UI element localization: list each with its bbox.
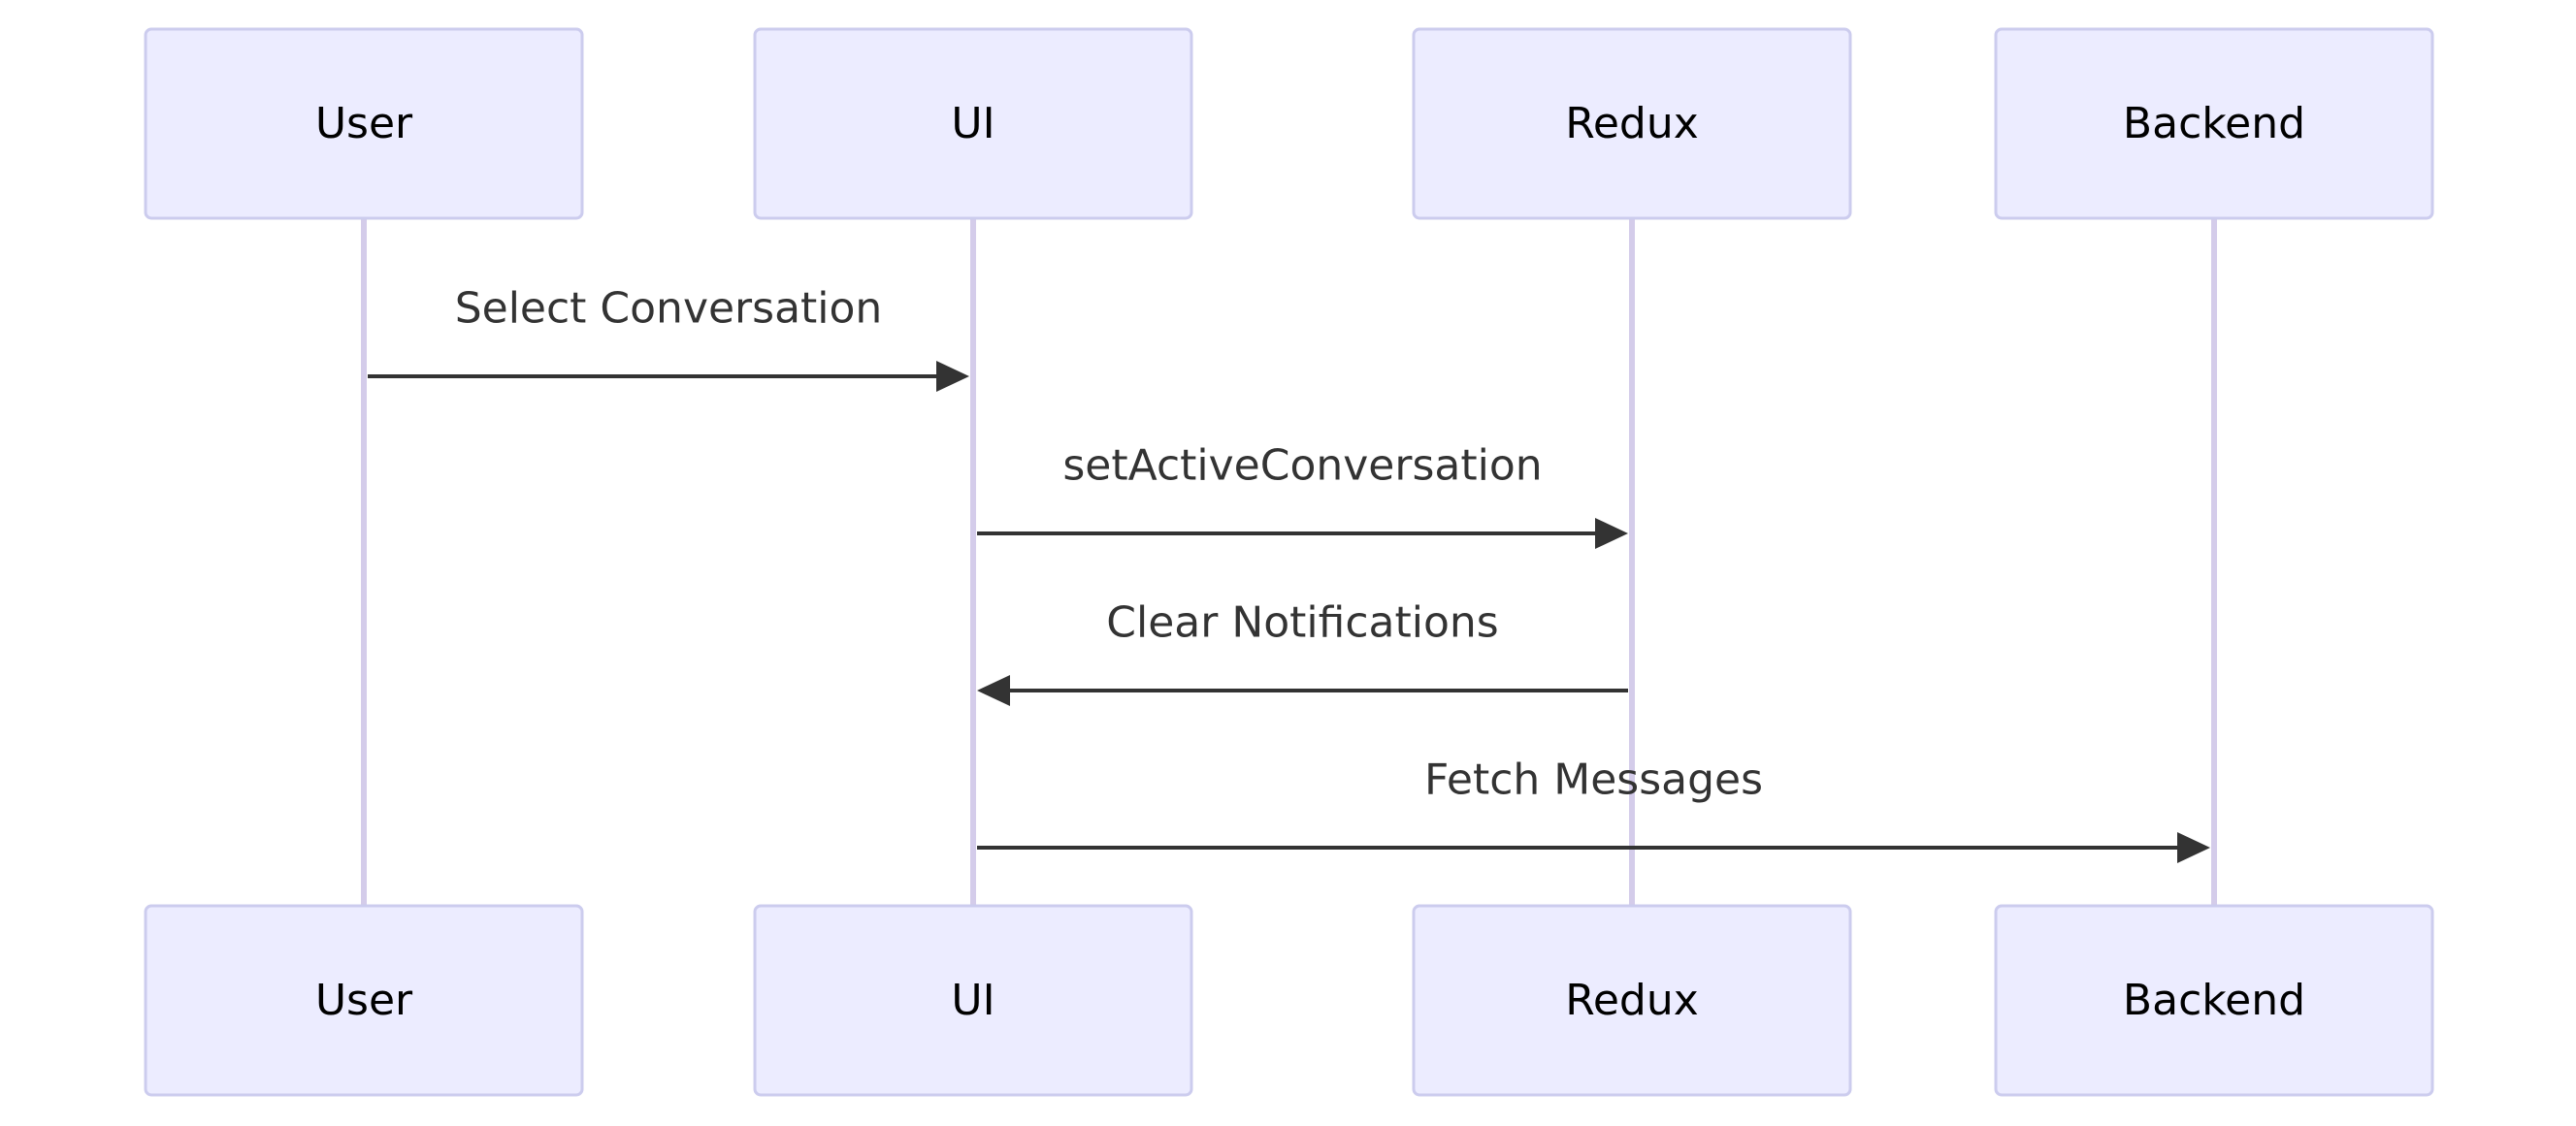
actor-user-top: User [144, 27, 584, 220]
arrowhead [936, 361, 969, 392]
messages: Select Conversation setActiveConversation… [368, 284, 2210, 863]
actors-bottom: User UI Redux Backend [144, 904, 2434, 1097]
actors-top: User UI Redux Backend [144, 27, 2434, 220]
actor-box [1994, 904, 2434, 1097]
actor-ui-top: UI [753, 27, 1193, 220]
actor-label: UI [951, 99, 995, 148]
actor-box [1412, 904, 1852, 1097]
arrowhead [977, 675, 1010, 706]
actor-label: Backend [2123, 976, 2305, 1025]
message-label: Fetch Messages [1424, 756, 1763, 805]
message-3: Clear Notifications [977, 598, 1628, 706]
message-label: Select Conversation [455, 284, 883, 334]
actor-ui-bottom: UI [753, 904, 1193, 1097]
arrowhead [1595, 518, 1628, 549]
actor-box [1994, 27, 2434, 220]
actor-label: User [315, 976, 413, 1025]
actor-box [144, 904, 584, 1097]
actor-label: UI [951, 976, 995, 1025]
message-label: Clear Notifications [1106, 598, 1498, 648]
actor-backend-bottom: Backend [1994, 904, 2434, 1097]
actor-label: Backend [2123, 99, 2305, 148]
actor-box [1412, 27, 1852, 220]
lifelines [361, 218, 2217, 906]
message-1: Select Conversation [368, 284, 969, 392]
message-label: setActiveConversation [1062, 441, 1542, 491]
message-2: setActiveConversation [977, 441, 1628, 549]
actor-redux-top: Redux [1412, 27, 1852, 220]
actor-box [144, 27, 584, 220]
actor-redux-bottom: Redux [1412, 904, 1852, 1097]
actor-backend-top: Backend [1994, 27, 2434, 220]
actor-label: Redux [1565, 976, 1699, 1025]
actor-user-bottom: User [144, 904, 584, 1097]
actor-box [753, 904, 1193, 1097]
actor-label: Redux [1565, 99, 1699, 148]
actor-box [753, 27, 1193, 220]
message-4: Fetch Messages [977, 756, 2210, 863]
arrowhead [2177, 832, 2210, 863]
actor-label: User [315, 99, 413, 148]
